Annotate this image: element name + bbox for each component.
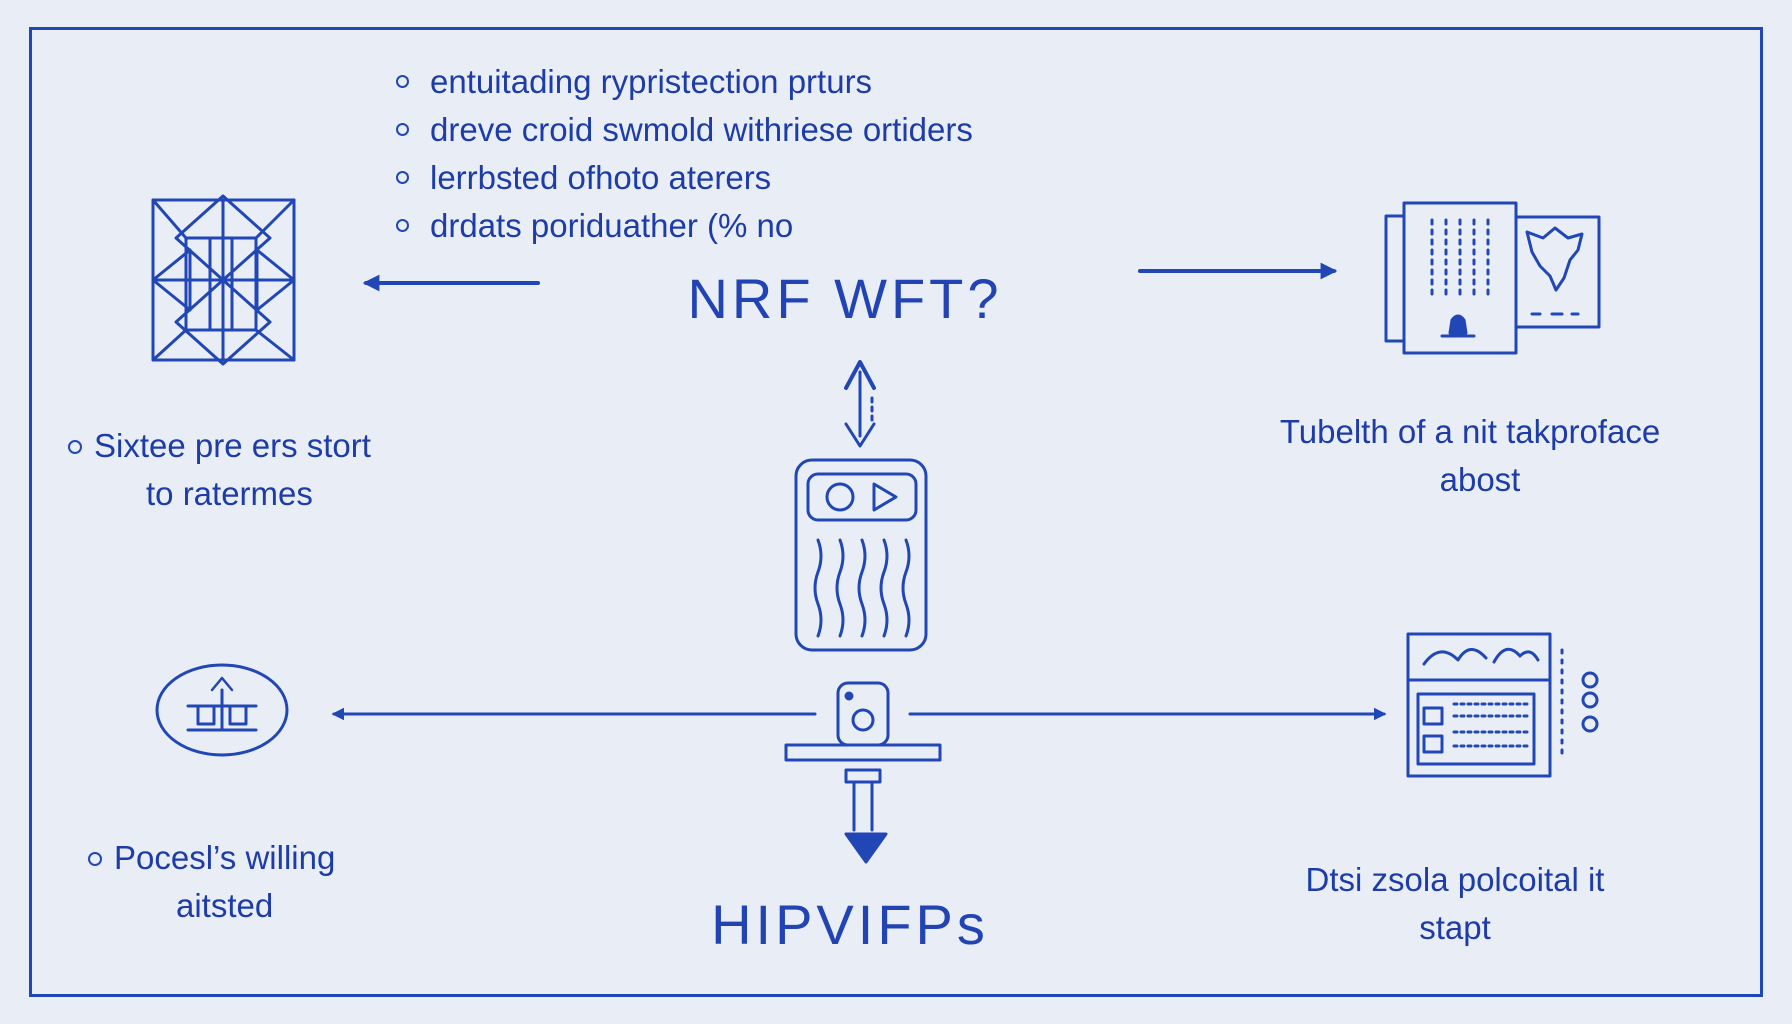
bullet-item: drdats poriduather (% no	[394, 202, 973, 250]
double-arrow-vertical	[844, 360, 876, 448]
label-line: to ratermes	[146, 475, 313, 512]
label-line: Dtsi zsola polcoital it	[1305, 861, 1605, 898]
left-lower-label: Pocesl’s willing aitsted	[88, 834, 448, 930]
document-map-icon	[1384, 201, 1601, 355]
bullet-item: entuitading rypristection prturs	[394, 58, 973, 106]
bullet-list: entuitading rypristection prturs dreve c…	[394, 58, 973, 250]
right-upper-label: Tubelth of a nit takproface abost	[1230, 408, 1770, 504]
arrow-down	[844, 782, 888, 864]
form-window-icon	[1406, 632, 1599, 778]
left-upper-label: Sixtee pre ers stort to ratermes	[68, 422, 488, 518]
bullet-item: lerrbsted ofhoto aterers	[394, 154, 973, 202]
bullet-dot	[88, 852, 102, 866]
label-line: Sixtee pre ers stort	[94, 427, 371, 464]
bottom-title: HIPVIFPs	[711, 893, 989, 956]
bullet-dot	[68, 440, 82, 454]
label-line: aitsted	[176, 887, 274, 924]
flowchart-oval-icon	[155, 663, 289, 757]
device-icon	[794, 458, 928, 652]
label-line: abost	[1439, 461, 1521, 498]
right-lower-label: Dtsi zsola polcoital it stapt	[1210, 856, 1750, 952]
geometric-pattern-icon	[151, 194, 296, 366]
label-line: stapt	[1419, 909, 1491, 946]
diagram-frame	[29, 27, 1763, 997]
label-line: Tubelth of a nit takproface	[1279, 413, 1661, 450]
label-line: Pocesl’s willing	[114, 839, 336, 876]
hub-icon	[784, 681, 942, 784]
bullet-item: dreve croid swmold withriese ortiders	[394, 106, 973, 154]
top-title: NRF WFT?	[687, 267, 1003, 330]
